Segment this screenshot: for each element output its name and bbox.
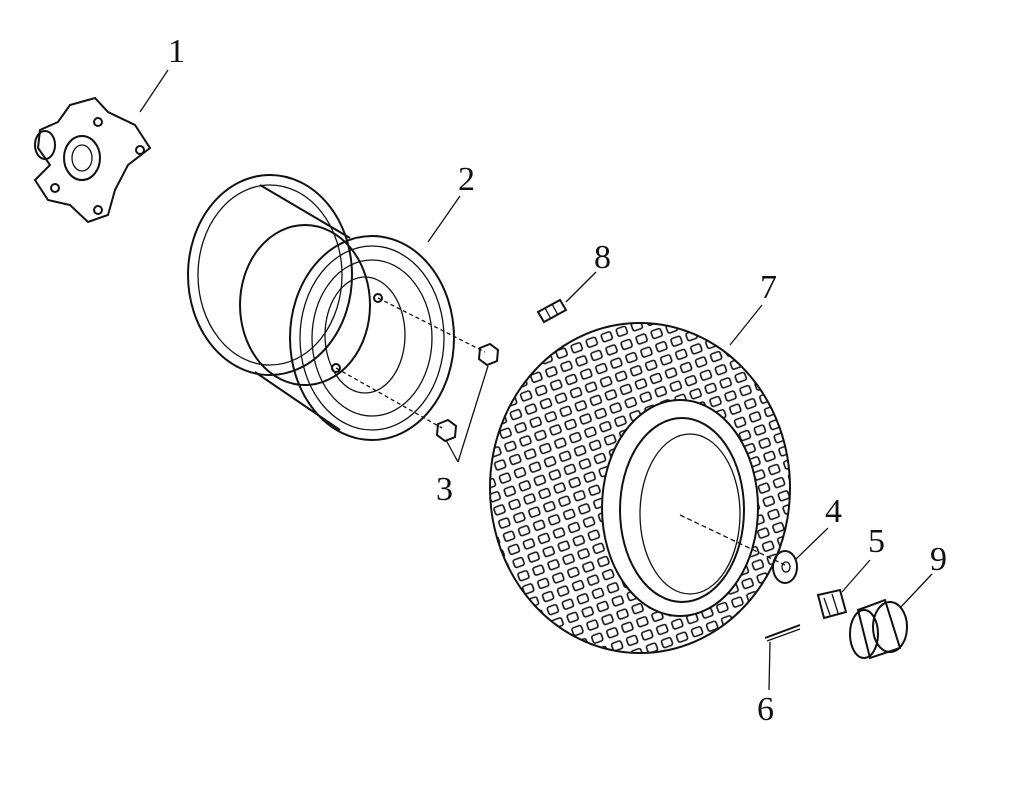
callout-7: 7 [760, 269, 777, 306]
callout-8: 8 [594, 239, 611, 276]
valve-stem-part [536, 298, 568, 324]
callout-4: 4 [825, 493, 842, 530]
callout-1: 1 [168, 33, 185, 70]
tire-part [489, 322, 791, 654]
wheel-rim-part [187, 174, 486, 441]
callout-9: 9 [930, 541, 947, 578]
callout-6: 6 [757, 691, 774, 728]
leader-lines [139, 69, 933, 691]
callout-3: 3 [436, 471, 453, 508]
hub-cap-part [849, 598, 908, 660]
callout-5: 5 [868, 523, 885, 560]
castle-nut-part [816, 588, 848, 620]
lug-nuts-part [435, 342, 500, 443]
washer-part [772, 550, 798, 584]
cotter-pin-part [764, 624, 801, 642]
wheel-hub-part [33, 96, 152, 224]
callout-2: 2 [458, 161, 475, 198]
